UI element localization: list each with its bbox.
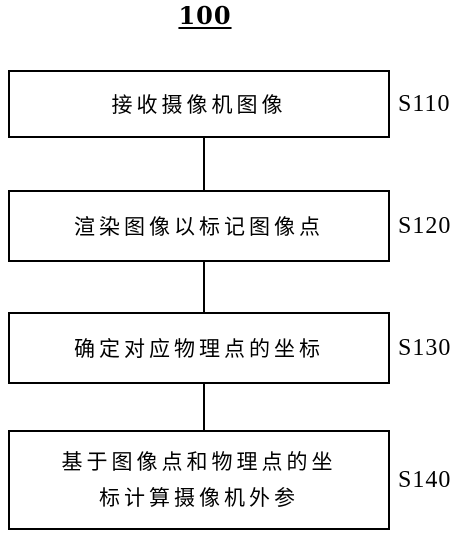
step-label-s130: 确定对应物理点的坐标 [74, 337, 324, 361]
step-box-s120: 渲染图像以标记图像点 [8, 190, 390, 262]
step-box-s110: 接收摄像机图像 [8, 70, 390, 138]
step-label-s140-line1: 基于图像点和物理点的坐 [61, 450, 337, 474]
connector-line [203, 262, 205, 312]
step-id-s110: S110 [398, 91, 451, 117]
connector-line [203, 384, 205, 430]
connector-line [203, 138, 205, 190]
figure-number: 100 [178, 1, 232, 30]
step-box-s130: 确定对应物理点的坐标 [8, 312, 390, 384]
step-label-s120: 渲染图像以标记图像点 [74, 215, 324, 239]
step-id-s130: S130 [398, 335, 452, 361]
step-id-s140: S140 [398, 467, 452, 493]
step-label-s140-line2: 标计算摄像机外参 [99, 486, 299, 510]
step-id-s120: S120 [398, 213, 452, 239]
step-box-s140: 基于图像点和物理点的坐 标计算摄像机外参 [8, 430, 390, 530]
step-label-s110: 接收摄像机图像 [111, 93, 287, 117]
step-label-s140: 基于图像点和物理点的坐 标计算摄像机外参 [62, 444, 337, 516]
